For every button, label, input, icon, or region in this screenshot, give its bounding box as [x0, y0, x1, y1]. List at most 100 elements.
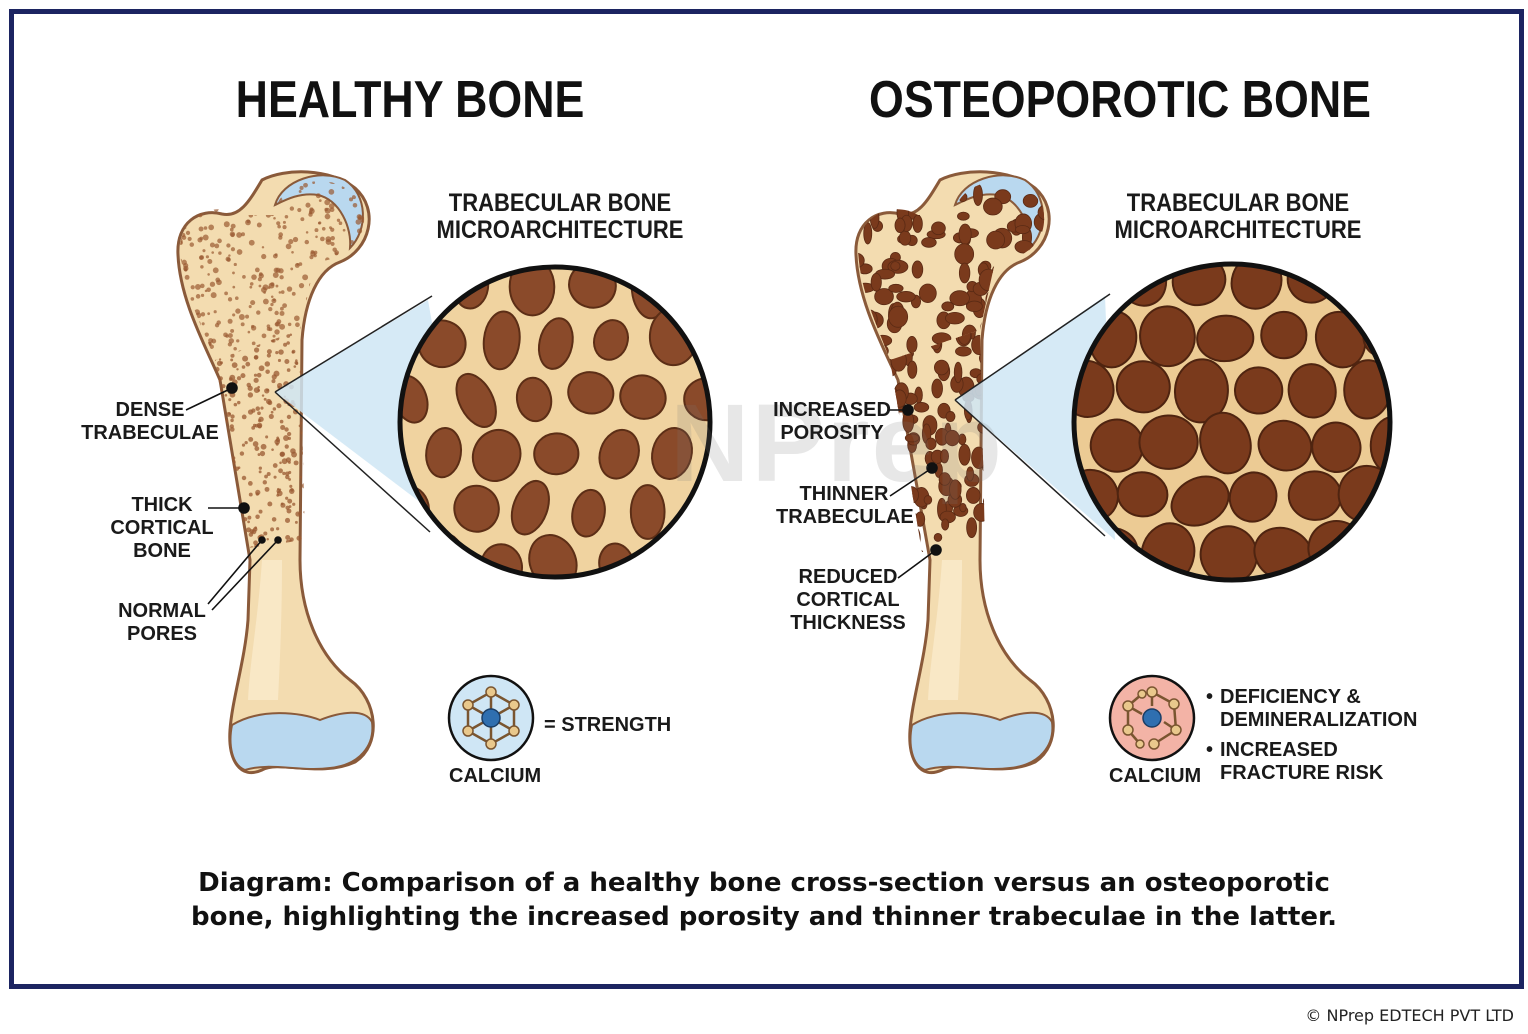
trabecular-dot	[186, 195, 190, 199]
trabecular-dot	[286, 286, 293, 292]
trabecular-dot	[217, 238, 222, 244]
trabecular-dot	[295, 322, 300, 328]
trabecular-dot	[327, 291, 331, 294]
trabecular-dot	[174, 339, 180, 345]
bullet-fracture-line2: FRACTURE RISK	[1220, 762, 1384, 784]
trabecular-dot	[336, 335, 341, 341]
trabecular-dot	[359, 300, 364, 305]
trabecular-dot	[194, 353, 199, 358]
micro-pore	[515, 376, 553, 423]
trabecular-dot	[273, 267, 279, 273]
trabecular-dot	[304, 469, 305, 476]
trabecular-dot	[236, 339, 240, 343]
trabecular-dot	[236, 376, 242, 381]
pore	[934, 359, 950, 376]
label-reduced-cortical-thickness: REDUCED CORTICAL THICKNESS	[790, 566, 906, 635]
healthy-calcium-icon	[447, 674, 535, 762]
label-reduced-line2: CORTICAL	[796, 589, 900, 611]
trabecular-dot	[312, 321, 316, 325]
trabecular-dot	[324, 213, 331, 220]
pore	[959, 503, 967, 513]
trabecular-dot	[284, 358, 290, 364]
pore	[1017, 306, 1039, 323]
trabecular-dot	[230, 414, 235, 419]
trabecular-dot	[347, 291, 351, 295]
trabecular-dot	[209, 380, 213, 384]
trabecular-dot	[209, 169, 211, 171]
trabecular-dot	[233, 262, 237, 267]
trabecular-dot	[237, 400, 241, 405]
trabecular-dot	[227, 318, 233, 324]
trabecular-dot	[244, 440, 248, 445]
trabecular-dot	[223, 221, 230, 228]
trabecular-dot	[304, 358, 305, 362]
trabecular-dot	[204, 198, 208, 202]
trabecular-dot	[180, 303, 187, 310]
trabecular-dot	[309, 355, 313, 359]
trabecular-dot	[294, 520, 298, 524]
trabecular-dot	[287, 460, 291, 464]
trabecular-dot	[280, 424, 286, 430]
trabecular-dot	[331, 292, 337, 298]
trabecular-dot	[232, 313, 236, 317]
trabecular-dot	[232, 541, 239, 548]
trabecular-dot	[204, 379, 210, 385]
label-pores-line2: PORES	[126, 623, 198, 645]
trabecular-dot	[286, 508, 292, 514]
trabecular-dot	[261, 333, 267, 339]
trabecular-dot	[200, 283, 205, 289]
trabecular-dot	[362, 186, 365, 190]
trabecular-dot	[267, 501, 273, 507]
trabecular-dot	[278, 291, 282, 294]
trabecular-dot	[290, 267, 294, 271]
trabecular-dot	[224, 175, 228, 179]
trabecular-dot	[332, 321, 337, 326]
trabecular-dot	[180, 192, 186, 198]
trabecular-dot	[223, 487, 229, 494]
trabecular-dot	[209, 479, 212, 482]
trabecular-dot	[229, 479, 233, 483]
trabecular-dot	[270, 295, 274, 299]
trabecular-dot	[338, 221, 343, 226]
trabecular-dot	[247, 520, 250, 524]
pore	[864, 181, 882, 198]
healthy-micro-title: TRABECULAR BONE MICROARCHITECTURE	[428, 190, 692, 244]
pore	[931, 221, 946, 236]
trabecular-dot	[196, 340, 202, 347]
trabecular-dot	[218, 457, 224, 462]
trabecular-dot	[273, 216, 276, 220]
pore	[1012, 322, 1024, 346]
trabecular-dot	[263, 531, 268, 536]
trabecular-dot	[305, 548, 308, 551]
trabecular-dot	[303, 345, 305, 351]
trabecular-dot	[289, 539, 292, 543]
pore	[863, 222, 873, 245]
trabecular-dot	[203, 367, 208, 372]
label-reduced-line3: THICKNESS	[790, 612, 906, 634]
pore	[983, 353, 985, 367]
trabecular-dot	[264, 486, 270, 492]
trabecular-dot	[222, 480, 227, 484]
trabecular-dot	[360, 216, 365, 223]
trabecular-dot	[232, 271, 235, 275]
trabecular-dot	[310, 251, 316, 257]
trabecular-dot	[308, 509, 314, 515]
trabecular-dot	[245, 361, 251, 367]
trabecular-dot	[255, 489, 261, 496]
pore	[855, 163, 864, 181]
trabecular-dot	[181, 191, 187, 198]
micro-pore	[629, 484, 666, 540]
trabecular-dot	[224, 187, 229, 192]
trabecular-dot	[343, 299, 350, 305]
trabecular-dot	[286, 414, 292, 420]
trabecular-dot	[257, 389, 261, 392]
trabecular-dot	[242, 355, 249, 362]
trabecular-dot	[312, 521, 317, 526]
bullet-fracture-risk: •INCREASED FRACTURE RISK	[1206, 739, 1384, 784]
trabecular-dot	[252, 441, 259, 447]
trabecular-dot	[202, 169, 206, 173]
trabecular-dot	[337, 334, 343, 340]
trabecular-dot	[276, 489, 281, 494]
trabecular-dot	[174, 288, 179, 293]
micro-pore	[1199, 411, 1252, 475]
